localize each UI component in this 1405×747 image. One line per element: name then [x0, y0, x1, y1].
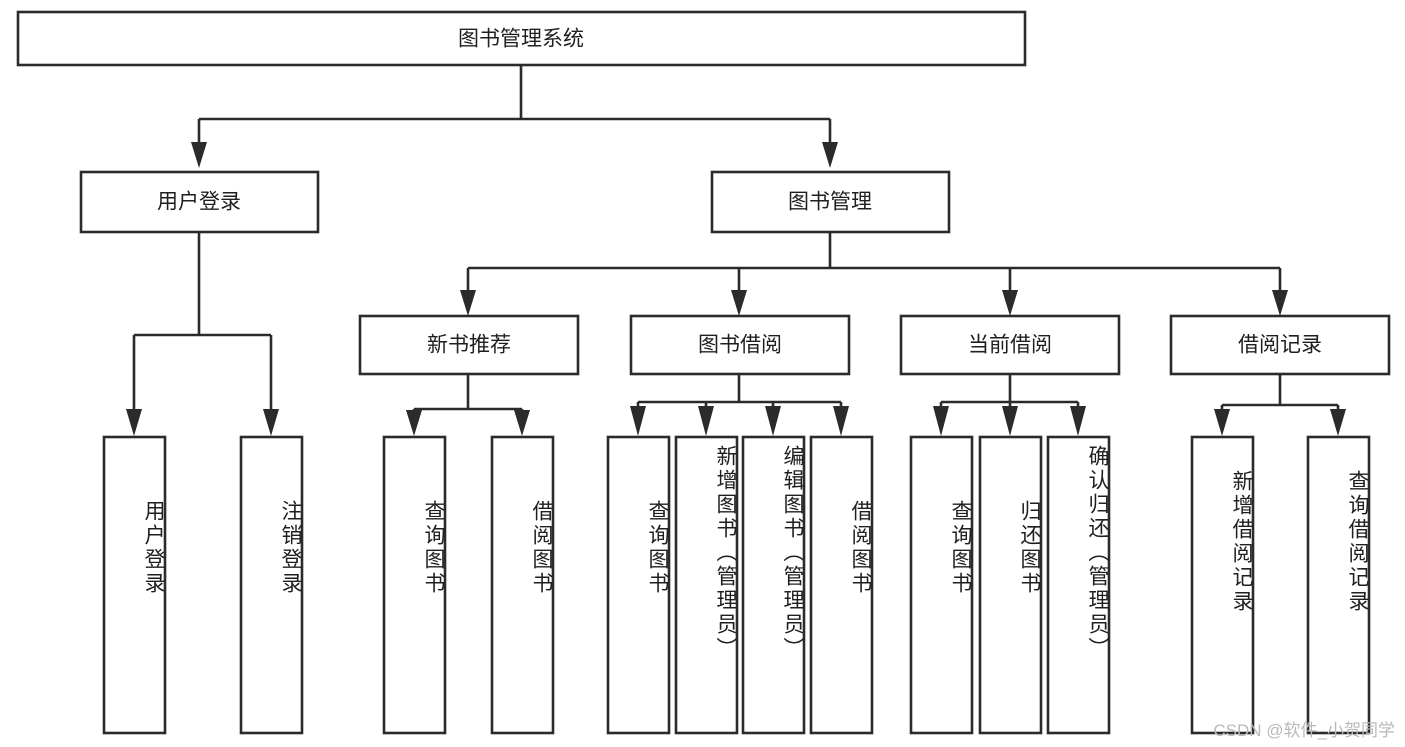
leaf-box-query-book-3[interactable]	[909, 435, 974, 735]
arrowhead-book-borrow	[731, 290, 747, 316]
leaf-box-edit-book-admin[interactable]	[741, 435, 806, 735]
arrowhead-user-login	[191, 142, 207, 168]
leaf-box-borrow-book-2[interactable]	[809, 435, 874, 735]
leaf-box-query-book-2[interactable]	[606, 435, 671, 735]
node-root-label: 图书管理系统	[458, 28, 584, 51]
node-new-book-rec-label: 新书推荐	[427, 334, 511, 357]
node-borrow-record-label: 借阅记录	[1238, 334, 1322, 357]
leaf-box-add-book-admin[interactable]	[674, 435, 739, 735]
edge-group-root-to-level1	[191, 65, 838, 168]
edge-group-currentborrow-to-leaves	[933, 374, 1086, 436]
node-user-login-label: 用户登录	[157, 191, 241, 214]
node-book-mgmt-box[interactable]	[710, 170, 951, 234]
edge-group-userlogin-to-leaves	[126, 232, 279, 436]
leaf-box-add-borrow-record[interactable]	[1190, 435, 1255, 735]
arrowhead-bb-leaf2	[698, 406, 714, 436]
arrowhead-bb-leaf3	[765, 406, 781, 436]
arrowhead-bb-leaf4	[833, 406, 849, 436]
arrowhead-cb-leaf3	[1070, 406, 1086, 436]
leaf-box-borrow-book-1[interactable]	[490, 435, 555, 735]
arrowhead-br-leaf1	[1214, 409, 1230, 436]
edge-group-newbookrec-to-leaves	[406, 374, 530, 436]
arrowhead-cb-leaf2	[1002, 406, 1018, 436]
watermark-text: CSDN @软件_小贺同学	[1213, 721, 1395, 740]
node-borrow-record-box[interactable]	[1169, 314, 1391, 376]
leaf-box-confirm-return-admin[interactable]	[1046, 435, 1111, 735]
edge-group-bookmgmt-to-level2	[460, 232, 1288, 316]
arrowhead-current-borrow	[1002, 290, 1018, 316]
arrowhead-book-mgmt	[822, 142, 838, 168]
arrowhead-cb-leaf1	[933, 406, 949, 436]
arrowhead-br-leaf2	[1330, 409, 1346, 436]
arrowhead-borrow-record	[1272, 290, 1288, 316]
leaf-box-return-book[interactable]	[978, 435, 1043, 735]
arrowhead-new-book-rec	[460, 290, 476, 316]
leaf-box-query-book-1[interactable]	[382, 435, 447, 735]
node-new-book-rec-box[interactable]	[358, 314, 580, 376]
edge-group-bookborrow-to-leaves	[630, 374, 849, 436]
leaf-box-query-borrow-record[interactable]	[1306, 435, 1371, 735]
arrowhead-leaf-logout	[263, 409, 279, 436]
node-current-borrow-box[interactable]	[899, 314, 1121, 376]
arrowhead-nbr-leaf2	[514, 410, 530, 436]
node-book-borrow-box[interactable]	[629, 314, 851, 376]
leaf-box-user-login[interactable]	[102, 435, 167, 735]
node-current-borrow-label: 当前借阅	[968, 334, 1052, 357]
node-book-borrow-label: 图书借阅	[698, 334, 782, 357]
arrowhead-leaf-user-login	[126, 409, 142, 436]
edge-group-borrowrecord-to-leaves	[1214, 374, 1346, 436]
arrowhead-bb-leaf1	[630, 406, 646, 436]
node-root-box[interactable]	[16, 10, 1027, 67]
node-user-login-box[interactable]	[79, 170, 320, 234]
leaf-box-logout[interactable]	[239, 435, 304, 735]
arrowhead-nbr-leaf1	[406, 410, 422, 436]
node-book-mgmt-label: 图书管理	[788, 191, 872, 214]
